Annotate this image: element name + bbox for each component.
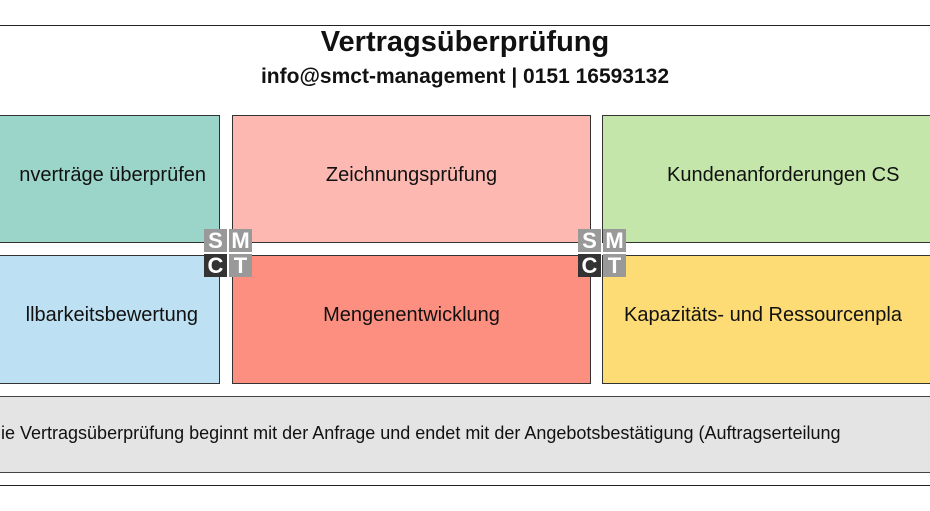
logo-letter: M <box>603 229 626 252</box>
logo-letter: S <box>578 229 601 252</box>
tile-label: Mengenentwicklung <box>323 304 500 326</box>
footer-note: ie Vertragsüberprüfung beginnt mit der A… <box>1 423 841 443</box>
bottom-divider <box>0 485 930 486</box>
logo-letter: S <box>204 229 227 252</box>
logo-letter: C <box>204 254 227 277</box>
tile-label: Kapazitäts- und Ressourcenpla <box>624 304 902 326</box>
logo-letter: T <box>229 254 252 277</box>
logo-letter: T <box>603 254 626 277</box>
tile-feasibility[interactable]: llbarkeitsbewertung <box>0 255 220 384</box>
footer-note-box: ie Vertragsüberprüfung beginnt mit der A… <box>0 396 930 473</box>
tile-label: llbarkeitsbewertung <box>25 304 198 326</box>
tile-customer-requirements[interactable]: Kundenanforderungen CS <box>602 115 930 243</box>
tile-capacity-planning[interactable]: Kapazitäts- und Ressourcenpla <box>602 255 930 384</box>
tile-label: Kundenanforderungen CS <box>667 164 900 186</box>
page-title: Vertragsüberprüfung <box>320 26 610 58</box>
logo-letter: C <box>578 254 601 277</box>
tile-volume-development[interactable]: Mengenentwicklung <box>232 255 591 384</box>
logo-letter: M <box>229 229 252 252</box>
tile-contracts[interactable]: nverträge überprüfen <box>0 115 220 243</box>
top-divider <box>0 25 930 26</box>
contact-info: info@smct-management | 0151 16593132 <box>260 65 670 88</box>
tile-drawing-review[interactable]: Zeichnungsprüfung <box>232 115 591 243</box>
tile-label: Zeichnungsprüfung <box>325 164 498 186</box>
tile-label: nverträge überprüfen <box>19 164 206 186</box>
